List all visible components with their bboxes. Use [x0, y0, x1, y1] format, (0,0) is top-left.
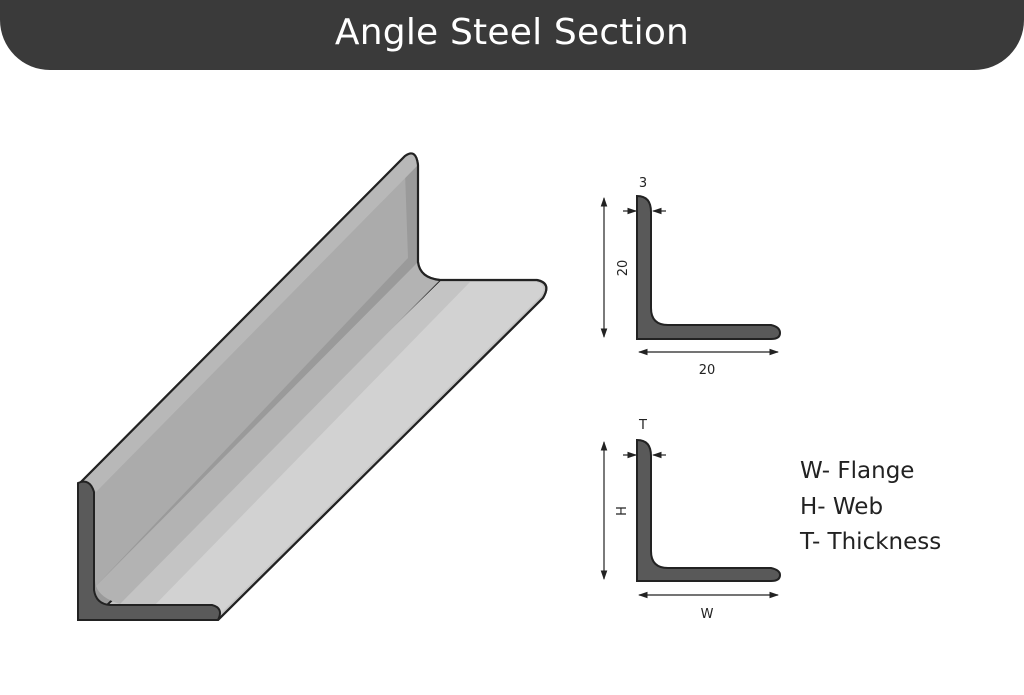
angle-steel-3d-illustration	[76, 152, 548, 622]
generic-section-drawing: T H W	[600, 418, 782, 622]
generic-width-label: W	[701, 607, 714, 622]
example-thickness-label: 3	[639, 176, 647, 191]
bar-outline	[77, 152, 548, 621]
generic-angle-profile	[636, 438, 782, 582]
example-section-drawing: 3 20 20	[600, 176, 782, 378]
example-height-label: 20	[616, 260, 631, 277]
example-angle-profile	[636, 194, 782, 340]
title-banner: Angle Steel Section	[0, 0, 1024, 70]
legend: W- Flange H- Web T- Thickness	[800, 454, 941, 561]
generic-thickness-label: T	[638, 418, 647, 433]
flange-light-band	[150, 282, 544, 618]
web-rounded-edge	[78, 153, 418, 492]
bar-end-section	[77, 480, 221, 621]
example-width-label: 20	[699, 363, 716, 378]
generic-height-label: H	[615, 506, 630, 516]
web-highlight	[80, 172, 408, 586]
legend-item-thickness: T- Thickness	[800, 529, 942, 555]
fillet-band	[96, 262, 440, 604]
page-title: Angle Steel Section	[334, 11, 690, 53]
legend-item-web: H- Web	[800, 493, 884, 520]
legend-item-flange: W- Flange	[800, 458, 915, 484]
